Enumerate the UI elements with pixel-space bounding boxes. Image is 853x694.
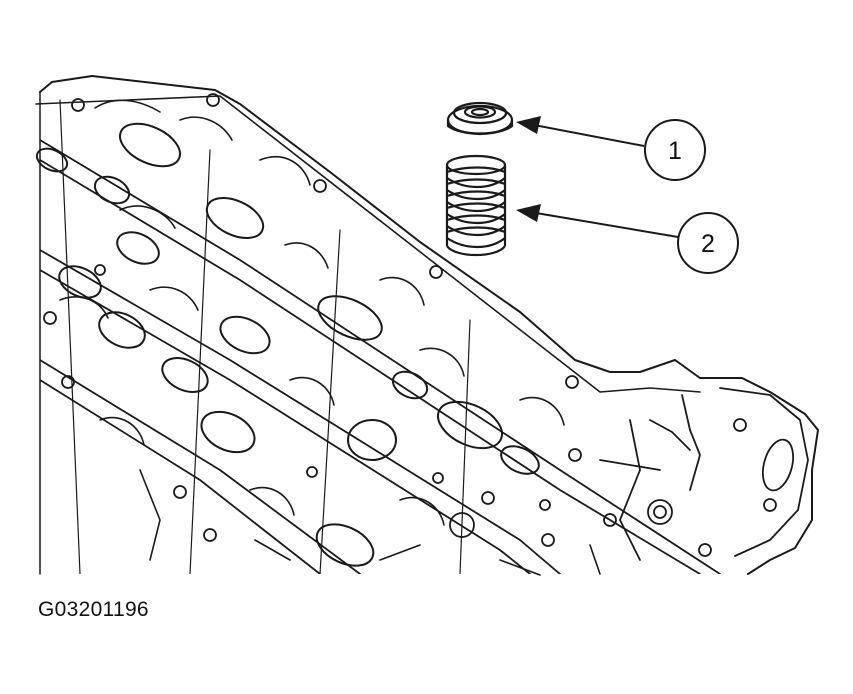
casting-ribs: [40, 99, 721, 574]
callout-2-arrowhead: [516, 204, 541, 222]
port-openings: [35, 122, 540, 567]
callout-1-leader: [533, 124, 645, 147]
callout-1-number: 1: [668, 137, 682, 165]
callout-1: 1: [516, 116, 706, 181]
cylinder-head-outline: [39, 75, 819, 575]
figure-id: G03201196: [38, 598, 149, 621]
callout-1-arrowhead: [516, 116, 541, 134]
end-cover-detail: [599, 387, 809, 561]
callout-1-balloon: [644, 119, 706, 181]
cylinder-head: [35, 75, 819, 576]
valve-spring: [445, 154, 507, 256]
callout-2-number: 2: [701, 230, 715, 258]
callout-2: 2: [516, 204, 739, 274]
callout-2-leader: [535, 212, 679, 238]
casting-contours: [59, 99, 601, 576]
gasket-rail: [35, 95, 701, 393]
valve-spring-retainer: [446, 101, 514, 136]
callout-2-balloon: [677, 212, 739, 274]
bolt-holes: [43, 93, 777, 557]
